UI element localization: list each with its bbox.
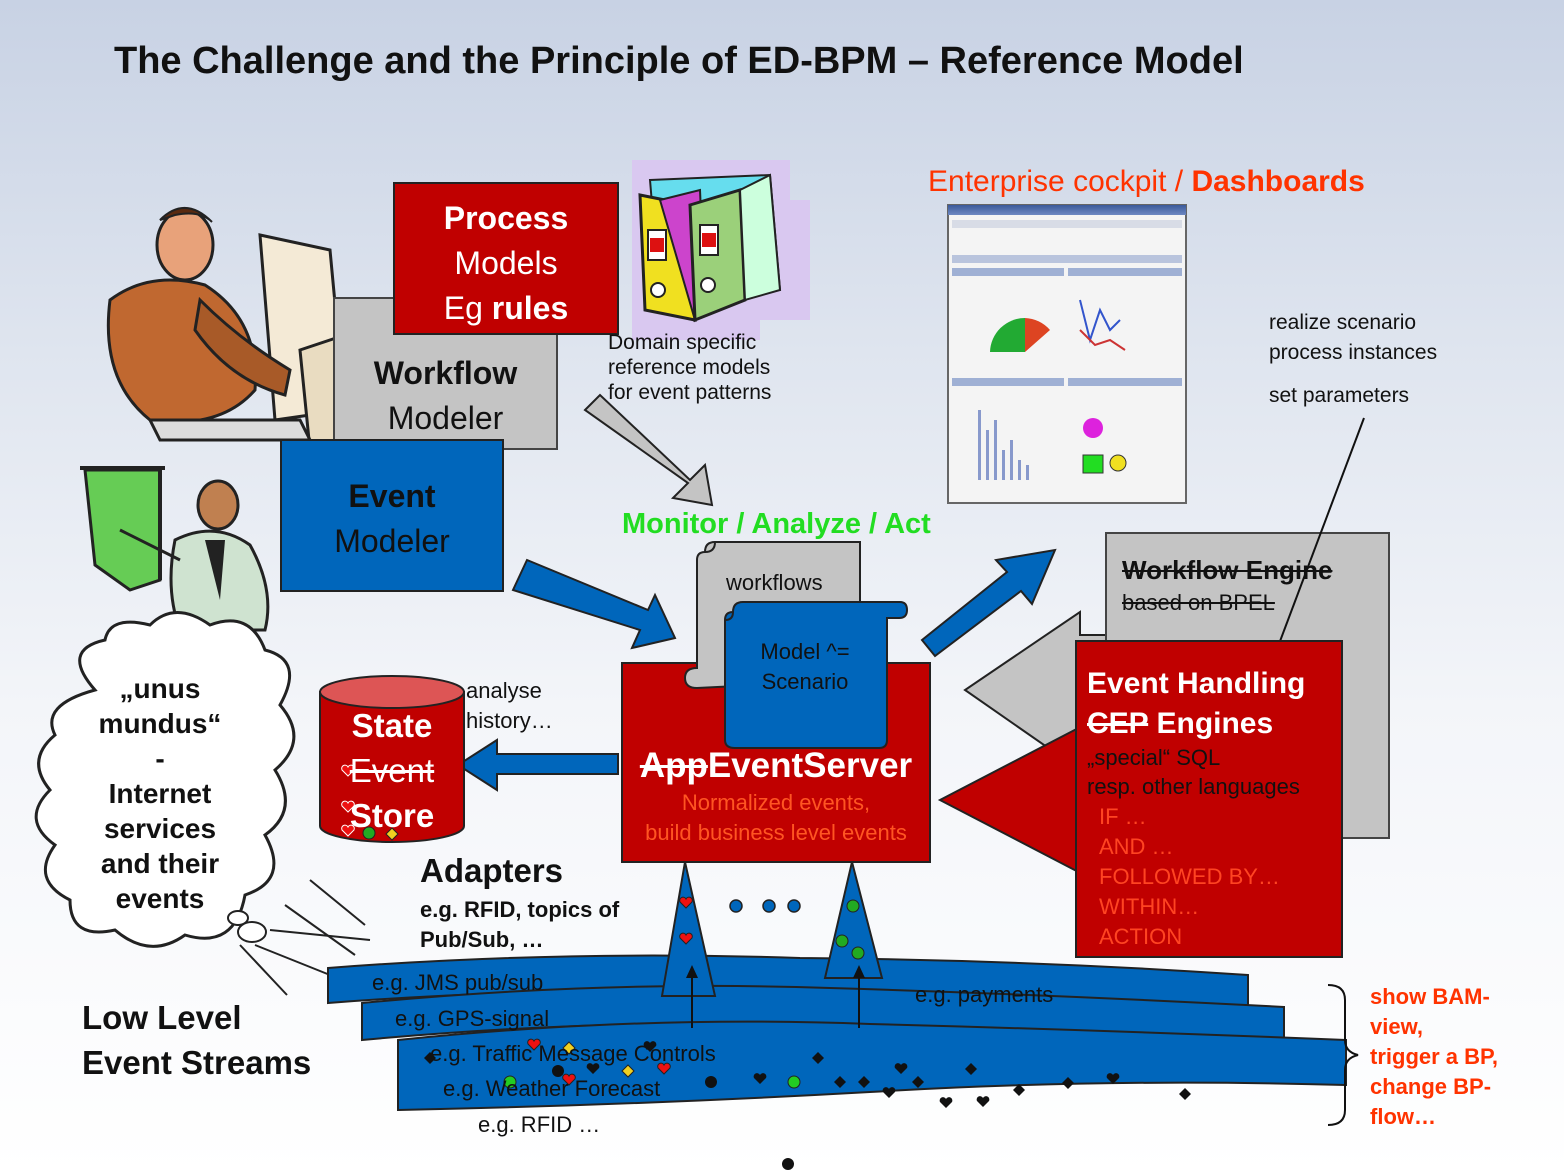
- realize-note: realize scenario process instances: [1269, 311, 1438, 364]
- stream-event-tokens: [424, 1041, 1191, 1108]
- analyse-note: analyse history…: [466, 678, 553, 733]
- streams-brace: [1327, 984, 1359, 1126]
- cloud-tail: [227, 910, 267, 943]
- workflow-engine-title: Workflow Engine: [1122, 555, 1333, 585]
- adapter-triangle-1: [660, 861, 717, 997]
- app-struck-label: App: [639, 746, 708, 785]
- stream-label-gps: e.g. GPS-signal: [395, 1006, 550, 1031]
- event-handling-box: Event Handling CEP Engines „special“ SQL…: [1075, 640, 1343, 958]
- workflow-modeler-subtitle: Modeler: [387, 400, 504, 436]
- stream-label-payments: e.g. payments: [915, 982, 1054, 1007]
- adapter-triangle-2: [823, 861, 884, 979]
- cep-rules: IF … AND … FOLLOWED BY… WITHIN… ACTION: [1099, 804, 1280, 949]
- stream-colored-tokens: [503, 1038, 801, 1089]
- domain-to-server-arrow: [583, 393, 714, 507]
- cockpit-label: Enterprise cockpit / Dashboards: [928, 165, 1365, 198]
- thought-cloud: [34, 611, 296, 948]
- presenter-clipart: [80, 466, 270, 632]
- adapter-event-tokens: [679, 896, 865, 960]
- event-handling-title: Event Handling: [1087, 667, 1306, 700]
- scrolls: [683, 541, 909, 749]
- event-modeler-box: Event Modeler: [280, 439, 504, 592]
- event-modeler-title: Event: [348, 478, 436, 514]
- server-to-store-arrow: [456, 738, 619, 792]
- process-rules-label: rules: [491, 290, 569, 326]
- event-modeler-to-server-arrow: [511, 558, 677, 650]
- engines-label: Engines: [1148, 707, 1274, 740]
- signal-lines: [239, 879, 371, 996]
- stream-label-weather: e.g. Weather Forecast: [443, 1076, 661, 1101]
- other-languages-label: resp. other languages: [1087, 774, 1300, 799]
- server-sub-2: build business level events: [645, 820, 907, 845]
- monitor-analyze-act-label: Monitor / Analyze / Act: [622, 508, 931, 540]
- binders-clipart: [632, 160, 810, 340]
- bam-note: show BAM- view, trigger a BP, change BP-…: [1370, 984, 1498, 1129]
- stream-label-jms: e.g. JMS pub/sub: [372, 970, 544, 995]
- low-level-streams-label: Low Level Event Streams: [82, 999, 312, 1081]
- adapters-title: Adapters: [420, 852, 564, 889]
- special-sql-label: „special“ SQL: [1087, 745, 1221, 770]
- event-modeler-subtitle: Modeler: [334, 523, 450, 559]
- adapters-examples: e.g. RFID, topics of Pub/Sub, …: [420, 897, 620, 952]
- ellipsis-dots: [729, 899, 801, 913]
- workflows-label: workflows: [726, 570, 823, 595]
- event-server-label: EventServer: [707, 746, 913, 785]
- server-sub-1: Normalized events,: [681, 790, 871, 815]
- set-parameters-label: set parameters: [1269, 384, 1410, 407]
- state-event-store-cylinder: [319, 675, 465, 843]
- cloud-text: „unus mundus“ - Internet services and th…: [98, 673, 222, 914]
- bottom-bullet: [782, 1158, 794, 1170]
- model-scenario-label: Model ^= Scenario: [760, 639, 850, 694]
- stream-label-traffic: e.g. Traffic Message Controls: [430, 1041, 716, 1066]
- process-eg-label: Eg: [443, 290, 492, 326]
- process-title: Process: [443, 200, 569, 236]
- page-title: The Challenge and the Principle of ED-BP…: [114, 40, 1244, 82]
- process-models-label: Models: [454, 245, 558, 281]
- dashboard-screenshot: [947, 204, 1187, 504]
- cep-struck-label: CEP: [1087, 707, 1149, 740]
- workflow-engine-subtitle: based on BPEL: [1122, 590, 1275, 615]
- workflow-modeler-title: Workflow: [373, 355, 518, 391]
- process-models-box: Process Models Eg rules: [393, 182, 619, 335]
- stream-label-rfid: e.g. RFID …: [478, 1112, 601, 1137]
- server-to-cockpit-arrow: [920, 548, 1057, 658]
- state-store-label: State Event Store: [349, 707, 435, 834]
- domain-models-note: Domain specific reference models for eve…: [608, 331, 772, 404]
